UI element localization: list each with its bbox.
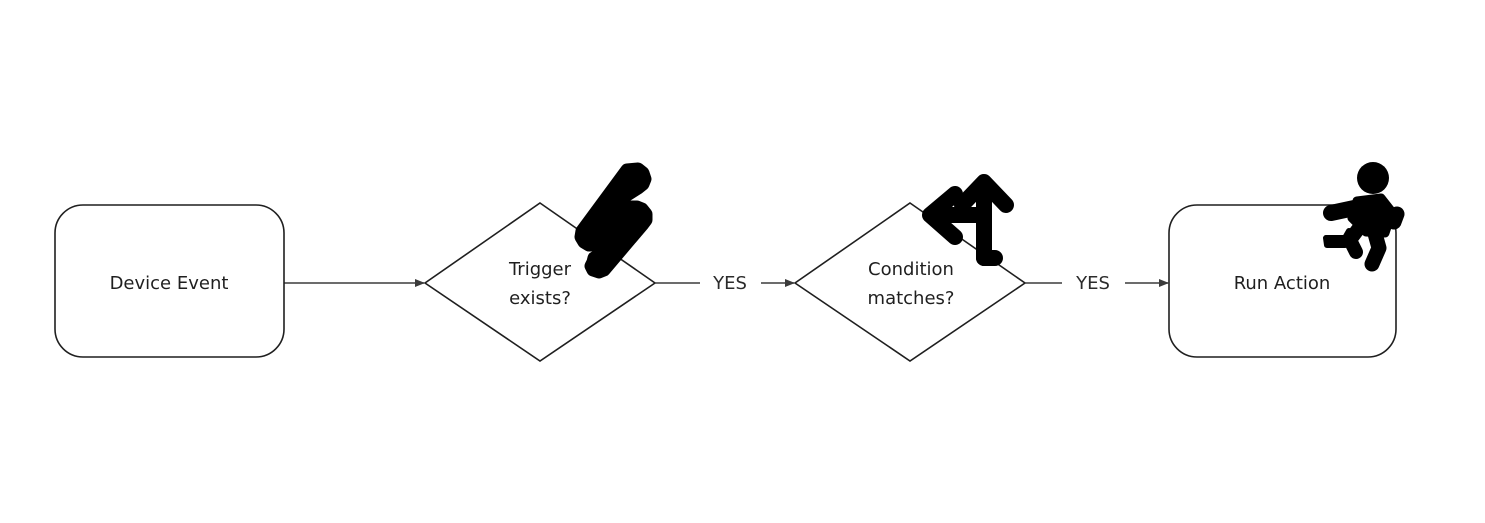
edge-label-yes-1: YES [712,273,747,294]
condition-matches-label-line2: matches? [868,288,955,309]
runner-back-arm [1323,199,1367,221]
device-event-box[interactable] [54,204,285,358]
lightning-bolt-shape [574,162,653,279]
running-person-icon [1323,162,1405,272]
runner-head [1357,162,1389,194]
condition-matches-label-line1: Condition [868,259,954,280]
run-action-label: Run Action [1234,273,1331,294]
lightning-bolt-icon [574,162,653,279]
runner-front-arm [1375,206,1405,230]
device-event-label: Device Event [110,273,229,294]
edge-condition-to-run-action: YES [1025,273,1169,294]
edge-trigger-to-condition: YES [655,273,795,294]
edge-label-yes-2: YES [1075,273,1110,294]
branch-up-arrowhead [954,174,1014,213]
trigger-exists-label-line2: exists? [509,288,571,309]
branch-left-arrowhead [922,186,963,245]
trigger-exists-label-line1: Trigger [508,259,572,280]
runner-shoe [1323,228,1355,248]
branch-arrow-icon [922,174,1014,266]
node-device-event[interactable]: Device Event [54,204,285,358]
runner-front-leg [1364,222,1387,272]
